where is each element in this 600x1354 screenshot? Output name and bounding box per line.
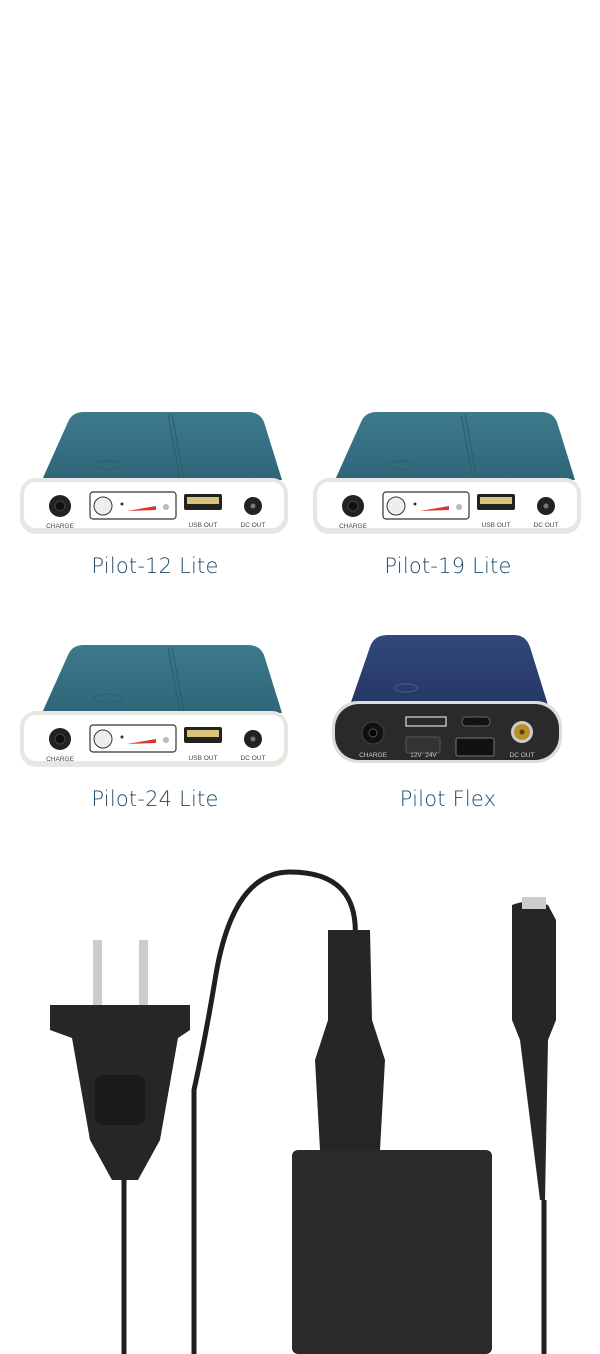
charge-port-label: CHARGE (46, 523, 74, 530)
charge-port-label: CHARGE (359, 752, 387, 759)
dc-port-label: DC OUT (534, 522, 559, 529)
pilot-24-lite-image: CHARGE USB OUT DC OUT (20, 644, 289, 768)
product-name[interactable]: Pilot-12 Lite (91, 554, 219, 578)
product-card-pilot-24-lite[interactable]: CHARGE USB OUT DC OUT Pilot-24 Lite (20, 643, 300, 811)
pilot-12-lite-image: CHARGE USB OUT DC OUT (20, 411, 289, 535)
usb-port-label: USB OUT (189, 755, 218, 762)
product-name[interactable]: Pilot-24 Lite (91, 787, 219, 811)
charge-port-label: CHARGE (46, 756, 74, 763)
product-card-pilot-flex[interactable]: CHARGE 12V 24V DC OUT Pilot Flex (332, 633, 600, 811)
dc-port-label: DC OUT (241, 755, 266, 762)
charger-adapter-image (50, 869, 556, 1354)
charge-port-label: CHARGE (339, 523, 367, 530)
pilot-19-lite-image: CHARGE USB OUT DC OUT (313, 411, 582, 535)
usb-port-label: USB OUT (482, 522, 511, 529)
product-card-pilot-19-lite[interactable]: CHARGE USB OUT DC OUT Pilot-19 Lite (313, 410, 593, 578)
dc-port-label: DC OUT (241, 522, 266, 529)
product-name[interactable]: Pilot Flex (399, 787, 497, 811)
usb-port-label: USB OUT (189, 522, 218, 529)
pilot-flex-image: CHARGE 12V 24V DC OUT (332, 635, 562, 763)
dc-port-label: DC OUT (510, 752, 535, 759)
voltage-12v-label: 12V (410, 752, 422, 759)
product-card-pilot-12-lite[interactable]: CHARGE USB OUT DC OUT Pilot-12 Lite (20, 410, 300, 578)
product-name[interactable]: Pilot-19 Lite (384, 554, 512, 578)
voltage-24v-label: 24V (425, 752, 437, 759)
